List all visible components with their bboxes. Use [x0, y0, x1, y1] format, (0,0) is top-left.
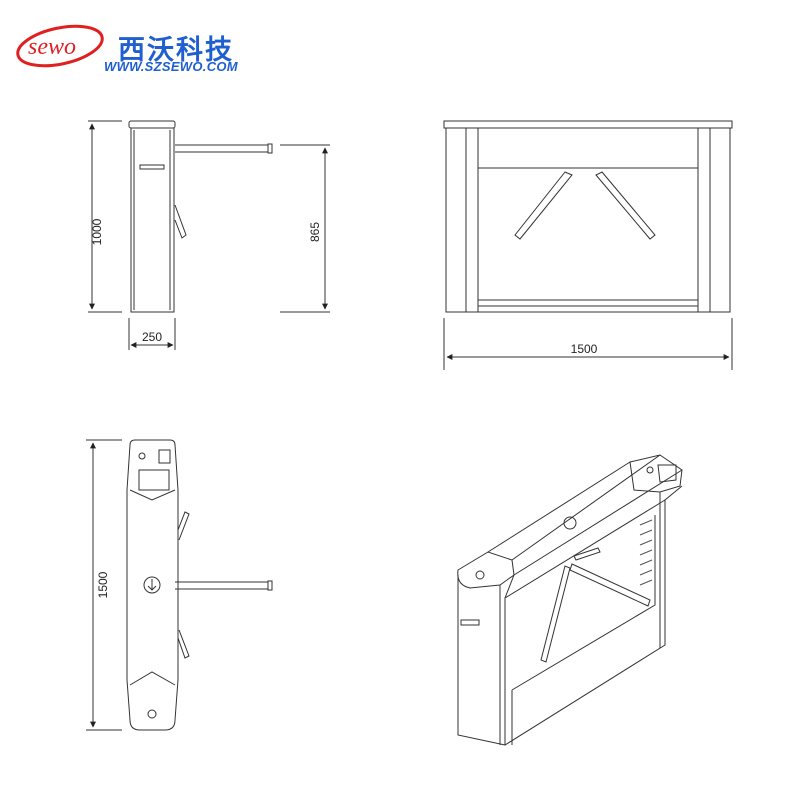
dim-side-height: 1000: [90, 218, 104, 245]
direction-arrow-icon: [143, 576, 161, 594]
dim-side-width: 250: [142, 330, 162, 344]
logo-wordmark: sewo: [28, 34, 76, 60]
side-arm-lower: [174, 204, 187, 239]
front-arm-right: [595, 171, 656, 240]
front-top-beam: [477, 127, 699, 169]
top-cabinet: [126, 439, 179, 731]
card-reader-icon: [138, 452, 146, 460]
side-top-cap: [128, 120, 176, 129]
side-arm: [175, 144, 271, 153]
dim-top-length: 1500: [96, 571, 110, 598]
iso-arm-down: [540, 565, 571, 663]
iso-front-cabinet: [457, 574, 515, 746]
iso-arm-side: [569, 563, 651, 607]
front-arm-left: [514, 171, 573, 240]
top-arm: [175, 581, 271, 590]
isometric-view: [457, 454, 683, 746]
bottom-reader-icon: [147, 709, 157, 719]
iso-arm-up: [573, 547, 601, 561]
side-view: [88, 120, 330, 350]
top-arm-upper: [177, 511, 190, 541]
front-base-bar: [477, 299, 699, 307]
company-name: 西沃科技: [118, 35, 234, 66]
iso-arrow-icon: [563, 516, 577, 530]
sewo-logo-icon: sewo: [16, 24, 104, 68]
top-arm-lower: [177, 629, 190, 659]
front-top-cap: [443, 120, 733, 129]
brand-logo: sewo 西沃科技 WWW.SZSEWO.COM: [14, 16, 294, 78]
dim-front-width: 1500: [571, 342, 598, 356]
iso-vent: [639, 519, 653, 586]
front-frame: [445, 127, 731, 313]
side-cabinet: [130, 127, 175, 313]
side-slot: [139, 164, 165, 170]
iso-front-top: [457, 551, 515, 589]
iso-slot: [460, 619, 480, 626]
front-view: [443, 120, 733, 370]
company-url: WWW.SZSEWO.COM: [104, 59, 238, 74]
top-display: [138, 469, 170, 491]
dim-arm-height: 865: [308, 222, 322, 242]
top-view: [86, 439, 273, 731]
